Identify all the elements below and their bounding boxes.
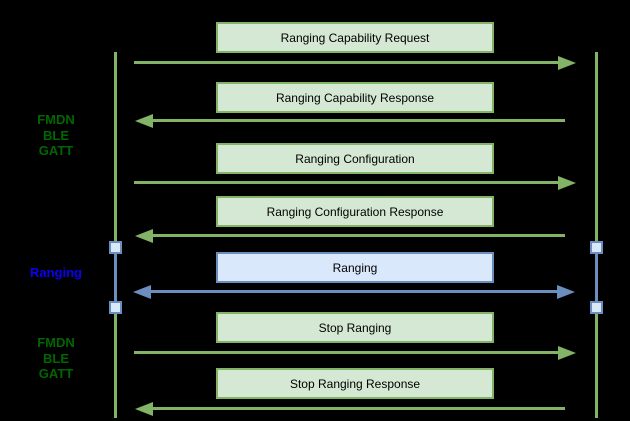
message-arrow-right [134,345,576,360]
arrowhead-left-icon [135,228,153,243]
arrowhead-left-icon [133,284,151,299]
phase-label-line: GATT [38,143,74,158]
phase-label-fmdn-ble-gatt-bottom: FMDN BLE GATT [14,335,98,382]
activation-marker [590,301,603,314]
phase-label-line: GATT [38,366,74,381]
phase-label-line: Ranging [30,265,82,280]
message-box: Stop Ranging [216,312,494,343]
message-box: Ranging Configuration [216,143,494,174]
message-box: Stop Ranging Response [216,368,494,399]
message-label: Ranging Capability Response [275,90,435,105]
activation-marker [590,241,603,254]
message-label: Stop Ranging [318,320,392,335]
message-label: Stop Ranging Response [289,376,421,391]
message-label: Ranging Configuration Response [266,204,444,219]
lifeline-right [595,52,598,418]
message-arrow-right [134,175,576,190]
arrowhead-right-icon [557,284,575,299]
arrowhead-right-icon [558,55,576,70]
phase-label-line: BLE [43,350,69,366]
phase-label-fmdn-ble-gatt-top: FMDN BLE GATT [14,112,98,159]
message-box: Ranging Capability Response [216,82,494,113]
activation-marker [109,301,122,314]
lifeline-left [114,52,117,418]
arrowhead-right-icon [558,175,576,190]
message-arrow-bidirectional [133,284,575,299]
message-arrow-left [135,401,565,416]
message-label: Ranging Capability Request [280,30,430,45]
ranging-session-segment-left [114,246,117,310]
phase-label-line: FMDN [37,112,75,127]
arrowhead-left-icon [135,113,153,128]
activation-marker [109,241,122,254]
arrowhead-left-icon [135,401,153,416]
message-arrow-left [135,228,565,243]
arrowhead-right-icon [558,345,576,360]
phase-label-line: FMDN [37,335,75,350]
phase-label-ranging: Ranging [14,265,98,281]
phase-label-line: BLE [43,127,69,143]
message-box: Ranging Configuration Response [216,196,494,227]
ranging-session-segment-right [595,246,598,310]
message-box-ranging: Ranging [216,252,494,283]
message-box: Ranging Capability Request [216,22,494,53]
message-arrow-right [134,55,576,70]
message-arrow-left [135,113,565,128]
message-label: Ranging [332,260,378,275]
message-label: Ranging Configuration [295,151,415,166]
